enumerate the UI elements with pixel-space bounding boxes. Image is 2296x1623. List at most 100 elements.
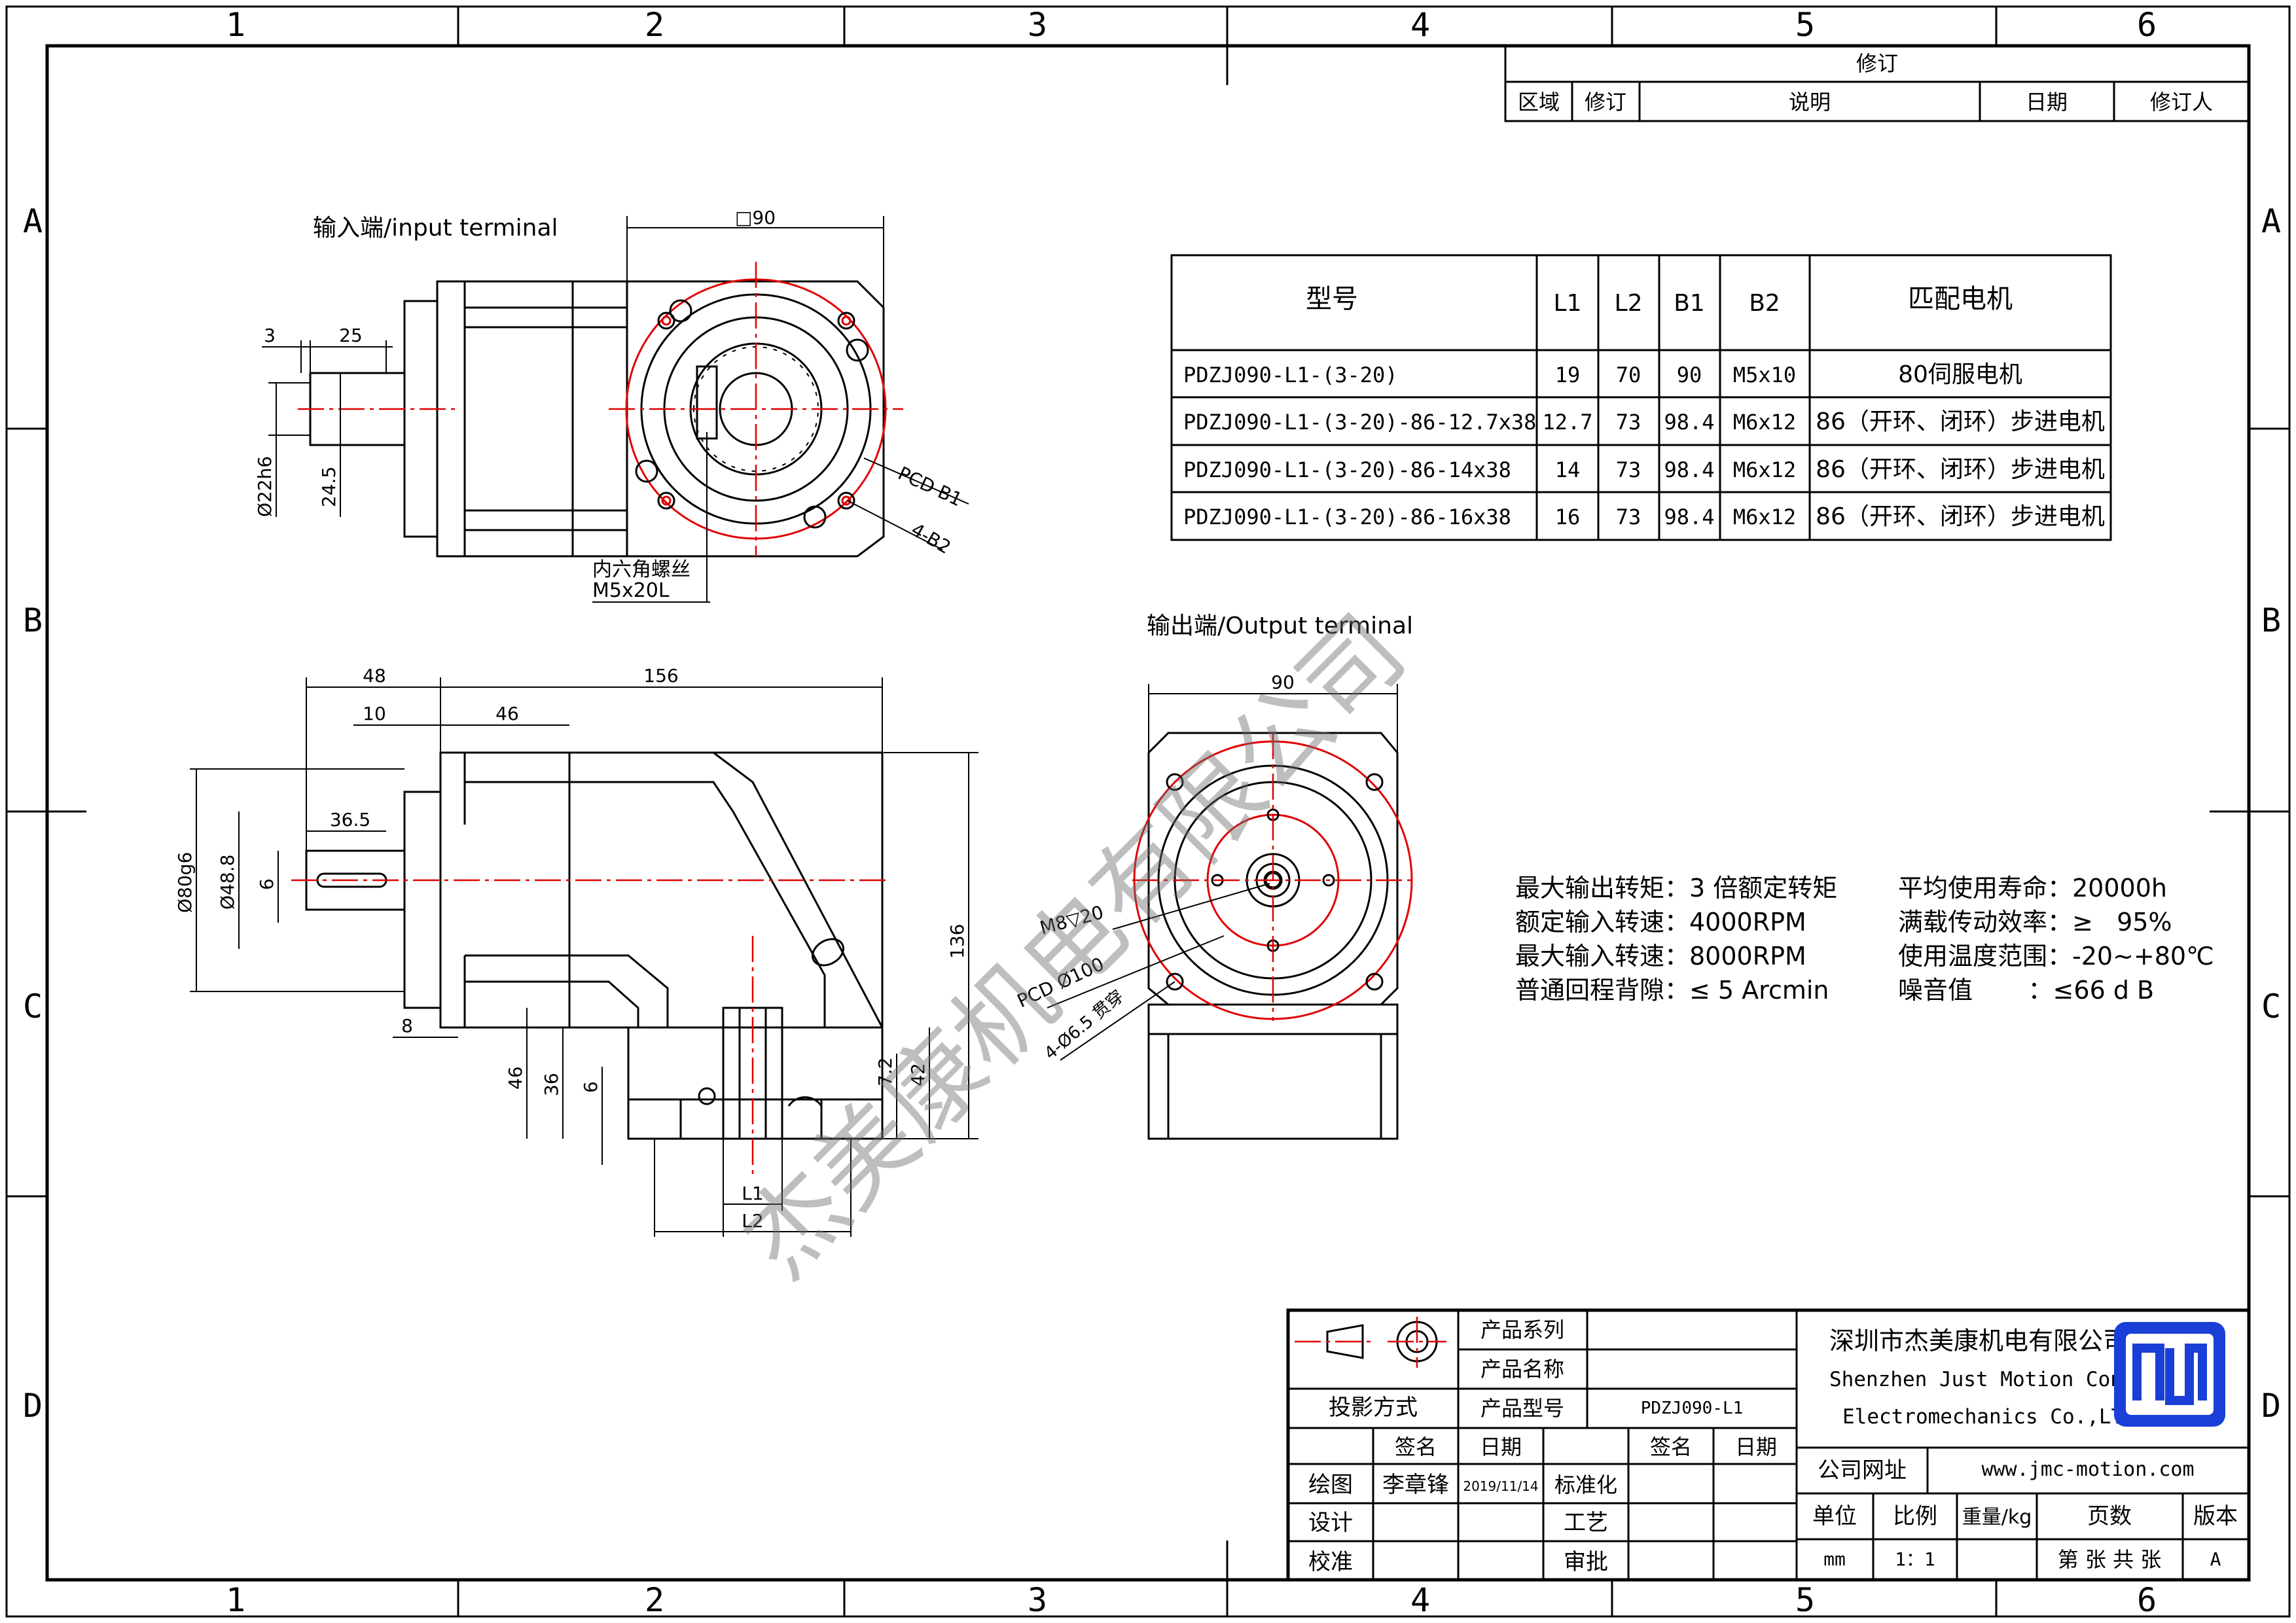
side-dim-7-2: 7.2 [874,1057,896,1086]
zone-col-5-top: 5 [1795,6,1815,44]
version-value: A [2210,1548,2221,1570]
output-dim-square: 90 [1271,671,1295,693]
company-name-cn: 深圳市杰美康机电有限公司 [1829,1327,2128,1355]
spec-header-l2: L2 [1615,290,1643,317]
input-dim-shaft: Ø22h6 [254,456,276,517]
spec-cell-model: PDZJ090-L1-(3-20) [1183,363,1398,387]
spec-backlash: 普通回程背隙：≤ 5 Arcmin [1515,976,1829,1005]
scale-value: 1：1 [1895,1548,1935,1570]
side-dim-48-8: Ø48.8 [217,855,238,910]
spec-row: PDZJ090-L1-(3-20)-86-12.7x38 12.7 73 98.… [1183,408,2105,435]
spec-cell-b1: 98.4 [1664,505,1714,529]
standard-label: 标准化 [1554,1472,1617,1497]
pages-value: 第 张 共 张 [2058,1547,2162,1572]
input-terminal-view: 输入端/input terminal □9 [254,207,969,603]
unit-value: mm [1823,1548,1846,1570]
unit-label: 单位 [1812,1503,1857,1529]
input-dim-pcd: PCD B1 [895,462,965,510]
draw-label: 绘图 [1308,1472,1353,1498]
side-dim-l2: L2 [742,1210,763,1232]
revision-col-rev: 修订 [1585,90,1626,115]
spec-header-l1: L1 [1554,290,1582,317]
zone-row-b-right: B [2261,601,2281,639]
projection-label: 投影方式 [1329,1395,1418,1421]
company-logo [2114,1322,2225,1427]
spec-header-b2: B2 [1749,290,1780,317]
zone-col-5-bottom: 5 [1795,1581,1815,1619]
spec-cell-l1: 12.7 [1542,410,1592,435]
side-dim-136: 136 [946,924,968,959]
side-dim-156: 156 [643,665,678,687]
zone-labels: 1 2 3 4 5 6 1 2 3 4 5 6 A B C D A B C D [23,6,2281,1619]
spec-cell-motor: 86（开环、闭环）步进电机 [1816,408,2105,435]
zone-col-4-bottom: 4 [1410,1581,1430,1619]
draw-date: 2019/11/14 [1463,1478,1538,1494]
scale-label: 比例 [1893,1503,1937,1529]
spec-cell-l2: 73 [1616,457,1641,482]
spec-cell-b2: M6x12 [1733,410,1796,435]
zone-col-6-top: 6 [2137,6,2157,44]
spec-cell-l1: 19 [1555,363,1581,387]
spec-cell-l1: 16 [1555,505,1581,529]
spec-cell-b2: M5x10 [1733,363,1796,387]
revision-table: 修订 区域 修订 说明 日期 修订人 [1504,45,2250,122]
approve-label: 审批 [1564,1549,1608,1575]
spec-cell-motor: 86（开环、闭环）步进电机 [1816,456,2105,483]
design-label: 设计 [1308,1510,1353,1536]
spec-cell-l2: 73 [1616,505,1641,529]
input-dim-holes: 4-B2 [908,518,955,558]
zone-row-a-left: A [23,202,43,240]
sign-label-2: 签名 [1650,1435,1692,1459]
side-dim-6v: 6 [580,1081,601,1093]
zone-col-1-top: 1 [226,6,245,44]
spec-cell-model: PDZJ090-L1-(3-20)-86-16x38 [1183,505,1511,529]
date-label-2: 日期 [1735,1435,1777,1459]
spec-cell-l1: 14 [1555,457,1581,482]
zone-row-d-right: D [2261,1387,2281,1425]
zone-col-2-bottom: 2 [645,1581,664,1619]
side-dim-48: 48 [363,665,386,687]
input-dim-3: 3 [264,325,276,346]
spec-cell-b1: 90 [1677,363,1702,387]
website-value: www.jmc-motion.com [1981,1458,2194,1481]
spec-cell-model: PDZJ090-L1-(3-20)-86-14x38 [1183,457,1511,482]
side-dim-46v: 46 [505,1066,526,1090]
zone-row-a-right: A [2261,202,2281,240]
spec-cell-b1: 98.4 [1664,457,1714,482]
spec-table: 型号 L1 L2 B1 B2 匹配电机 PDZJ090-L1-(3-20) 19… [1170,254,2112,541]
spec-life: 平均使用寿命：20000h [1898,874,2167,902]
title-block: 投影方式 产品系列 产品名称 产品型号 PDZJ090-L1 签名 日期 签名 … [1286,1308,2251,1582]
zone-col-6-bottom: 6 [2137,1581,2157,1619]
spec-efficiency: 满载传动效率：≥ 95% [1898,908,2172,936]
spec-row: PDZJ090-L1-(3-20)-86-16x38 16 73 98.4 M6… [1183,503,2105,530]
pages-label: 页数 [2087,1503,2132,1529]
input-view-title: 输入端/input terminal [313,215,558,241]
spec-header-motor: 匹配电机 [1908,284,2013,314]
spec-max-torque: 最大输出转矩：3 倍额定转矩 [1515,874,1837,902]
revision-col-area: 区域 [1518,90,1560,115]
side-dim-6: 6 [256,878,278,890]
revision-col-reviser: 修订人 [2150,90,2213,115]
zone-col-2-top: 2 [645,6,664,44]
product-model-label: 产品型号 [1480,1396,1564,1421]
revision-title: 修订 [1856,51,1898,76]
input-dim-square: □90 [735,207,776,228]
spec-cell-b2: M6x12 [1733,457,1796,482]
weight-label: 重量/kg [1962,1506,2032,1529]
side-dim-36v: 36 [541,1073,562,1096]
spec-cell-motor: 86（开环、闭环）步进电机 [1816,503,2105,530]
projection-symbol [1295,1317,1446,1368]
revision-col-desc: 说明 [1789,90,1831,115]
spec-cell-motor: 80伺服电机 [1898,361,2022,388]
spec-noise: 噪音值 ：≤66 d B [1898,976,2154,1005]
spec-rated-speed: 额定输入转速：4000RPM [1515,908,1806,936]
spec-header-b1: B1 [1674,290,1705,317]
spec-cell-model: PDZJ090-L1-(3-20)-86-12.7x38 [1183,410,1536,435]
website-label: 公司网址 [1818,1457,1907,1484]
screw-note-line1: 内六角螺丝 [592,558,691,581]
sign-label-1: 签名 [1395,1435,1437,1459]
revision-col-date: 日期 [2026,90,2068,115]
side-dim-8: 8 [401,1015,413,1037]
product-series-label: 产品系列 [1480,1317,1564,1342]
product-model-value: PDZJ090-L1 [1641,1399,1744,1418]
